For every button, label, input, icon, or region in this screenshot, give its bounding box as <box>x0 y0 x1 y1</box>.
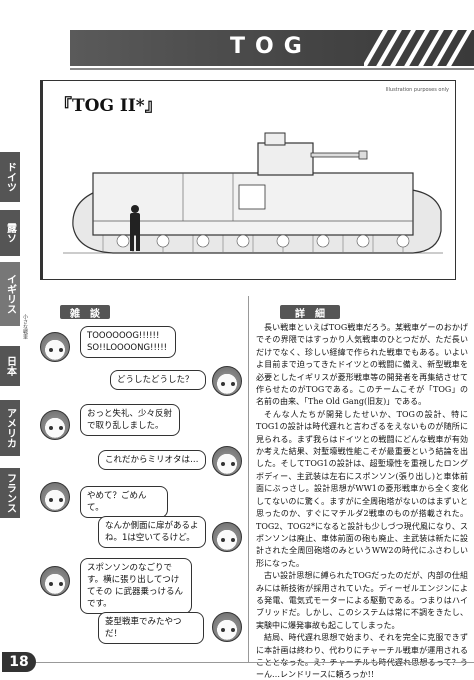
avatar-right <box>212 522 242 552</box>
header-bar: TOG <box>70 30 474 66</box>
chat-bubble: どうしたどうした？ <box>110 370 206 390</box>
avatar-right <box>212 366 242 396</box>
column-divider <box>248 296 249 662</box>
avatar-left <box>40 566 70 596</box>
chat-bubble: これだからミリオタは… <box>98 450 206 470</box>
header-stripes-decoration <box>364 30 474 66</box>
tab-britain[interactable]: イギリス <box>0 262 20 328</box>
bottom-rule <box>36 662 474 663</box>
chat-bubble: なんか側面に扉があるよね。1は空いてるけど。 <box>98 516 206 548</box>
illustration-note: Illustration purposes only <box>385 87 449 93</box>
illustration-title: 『TOG II*』 <box>55 96 162 116</box>
side-vertical-text: 小さな戦車 <box>22 314 28 339</box>
detail-section-head: 詳 細 <box>280 305 340 320</box>
detail-paragraph: 結局、時代遅れ思想で始まり、それを完全に克服できずに本計画は終わり、代わりにチャ… <box>256 633 468 680</box>
detail-paragraph: そんな人たちが開発したせいか、TOGの設計、特にTOG1の設計は時代遅れと言わざ… <box>256 409 468 568</box>
chat-bubble: スポンソンのなごりです。横に張り出してつけてその に武器乗っけるんです。 <box>80 558 192 614</box>
chat-bubble: おっと失礼、少々反射で取り乱しました。 <box>80 404 180 436</box>
chat-bubble: TOOOOOOG!!!!!! SO!!LOOOONG!!!!! <box>80 326 176 358</box>
detail-paragraph: 古い設計思想に縛られたTOGだったのだが、内部の仕組みには新技術が採用されていた… <box>256 571 468 630</box>
chat-bubble: 菱型戦車でみたやつだ！ <box>98 612 204 644</box>
chat-bubble: やめて？ごめんて。 <box>80 486 168 518</box>
avatar-left <box>40 332 70 362</box>
avatar-left <box>40 410 70 440</box>
chat-section-head: 雑 談 <box>60 305 110 320</box>
page-title: TOG <box>230 34 312 59</box>
avatar-right <box>212 612 242 642</box>
tank-illustration <box>63 132 443 254</box>
avatar-left <box>40 482 70 512</box>
tab-germany[interactable]: ドイツ <box>0 152 20 204</box>
page-number: 18 <box>2 652 36 672</box>
detail-body-text: 長い戦車といえばTOG戦車だろう。某戦車ゲーのおかげでその界隈ではすっかり人気戦… <box>256 322 468 680</box>
tank-illustration-frame: 『TOG II*』 Illustration purposes only <box>40 80 456 280</box>
header-rule <box>70 68 474 70</box>
tab-america[interactable]: アメリカ <box>0 400 20 458</box>
avatar-right <box>212 446 242 476</box>
detail-paragraph: 長い戦車といえばTOG戦車だろう。某戦車ゲーのおかげでその界隈ではすっかり人気戦… <box>256 323 468 407</box>
tab-france[interactable]: フランス <box>0 468 20 520</box>
tab-japan[interactable]: 日本 <box>0 346 20 388</box>
tab-soviet[interactable]: 露ソ <box>0 210 20 258</box>
